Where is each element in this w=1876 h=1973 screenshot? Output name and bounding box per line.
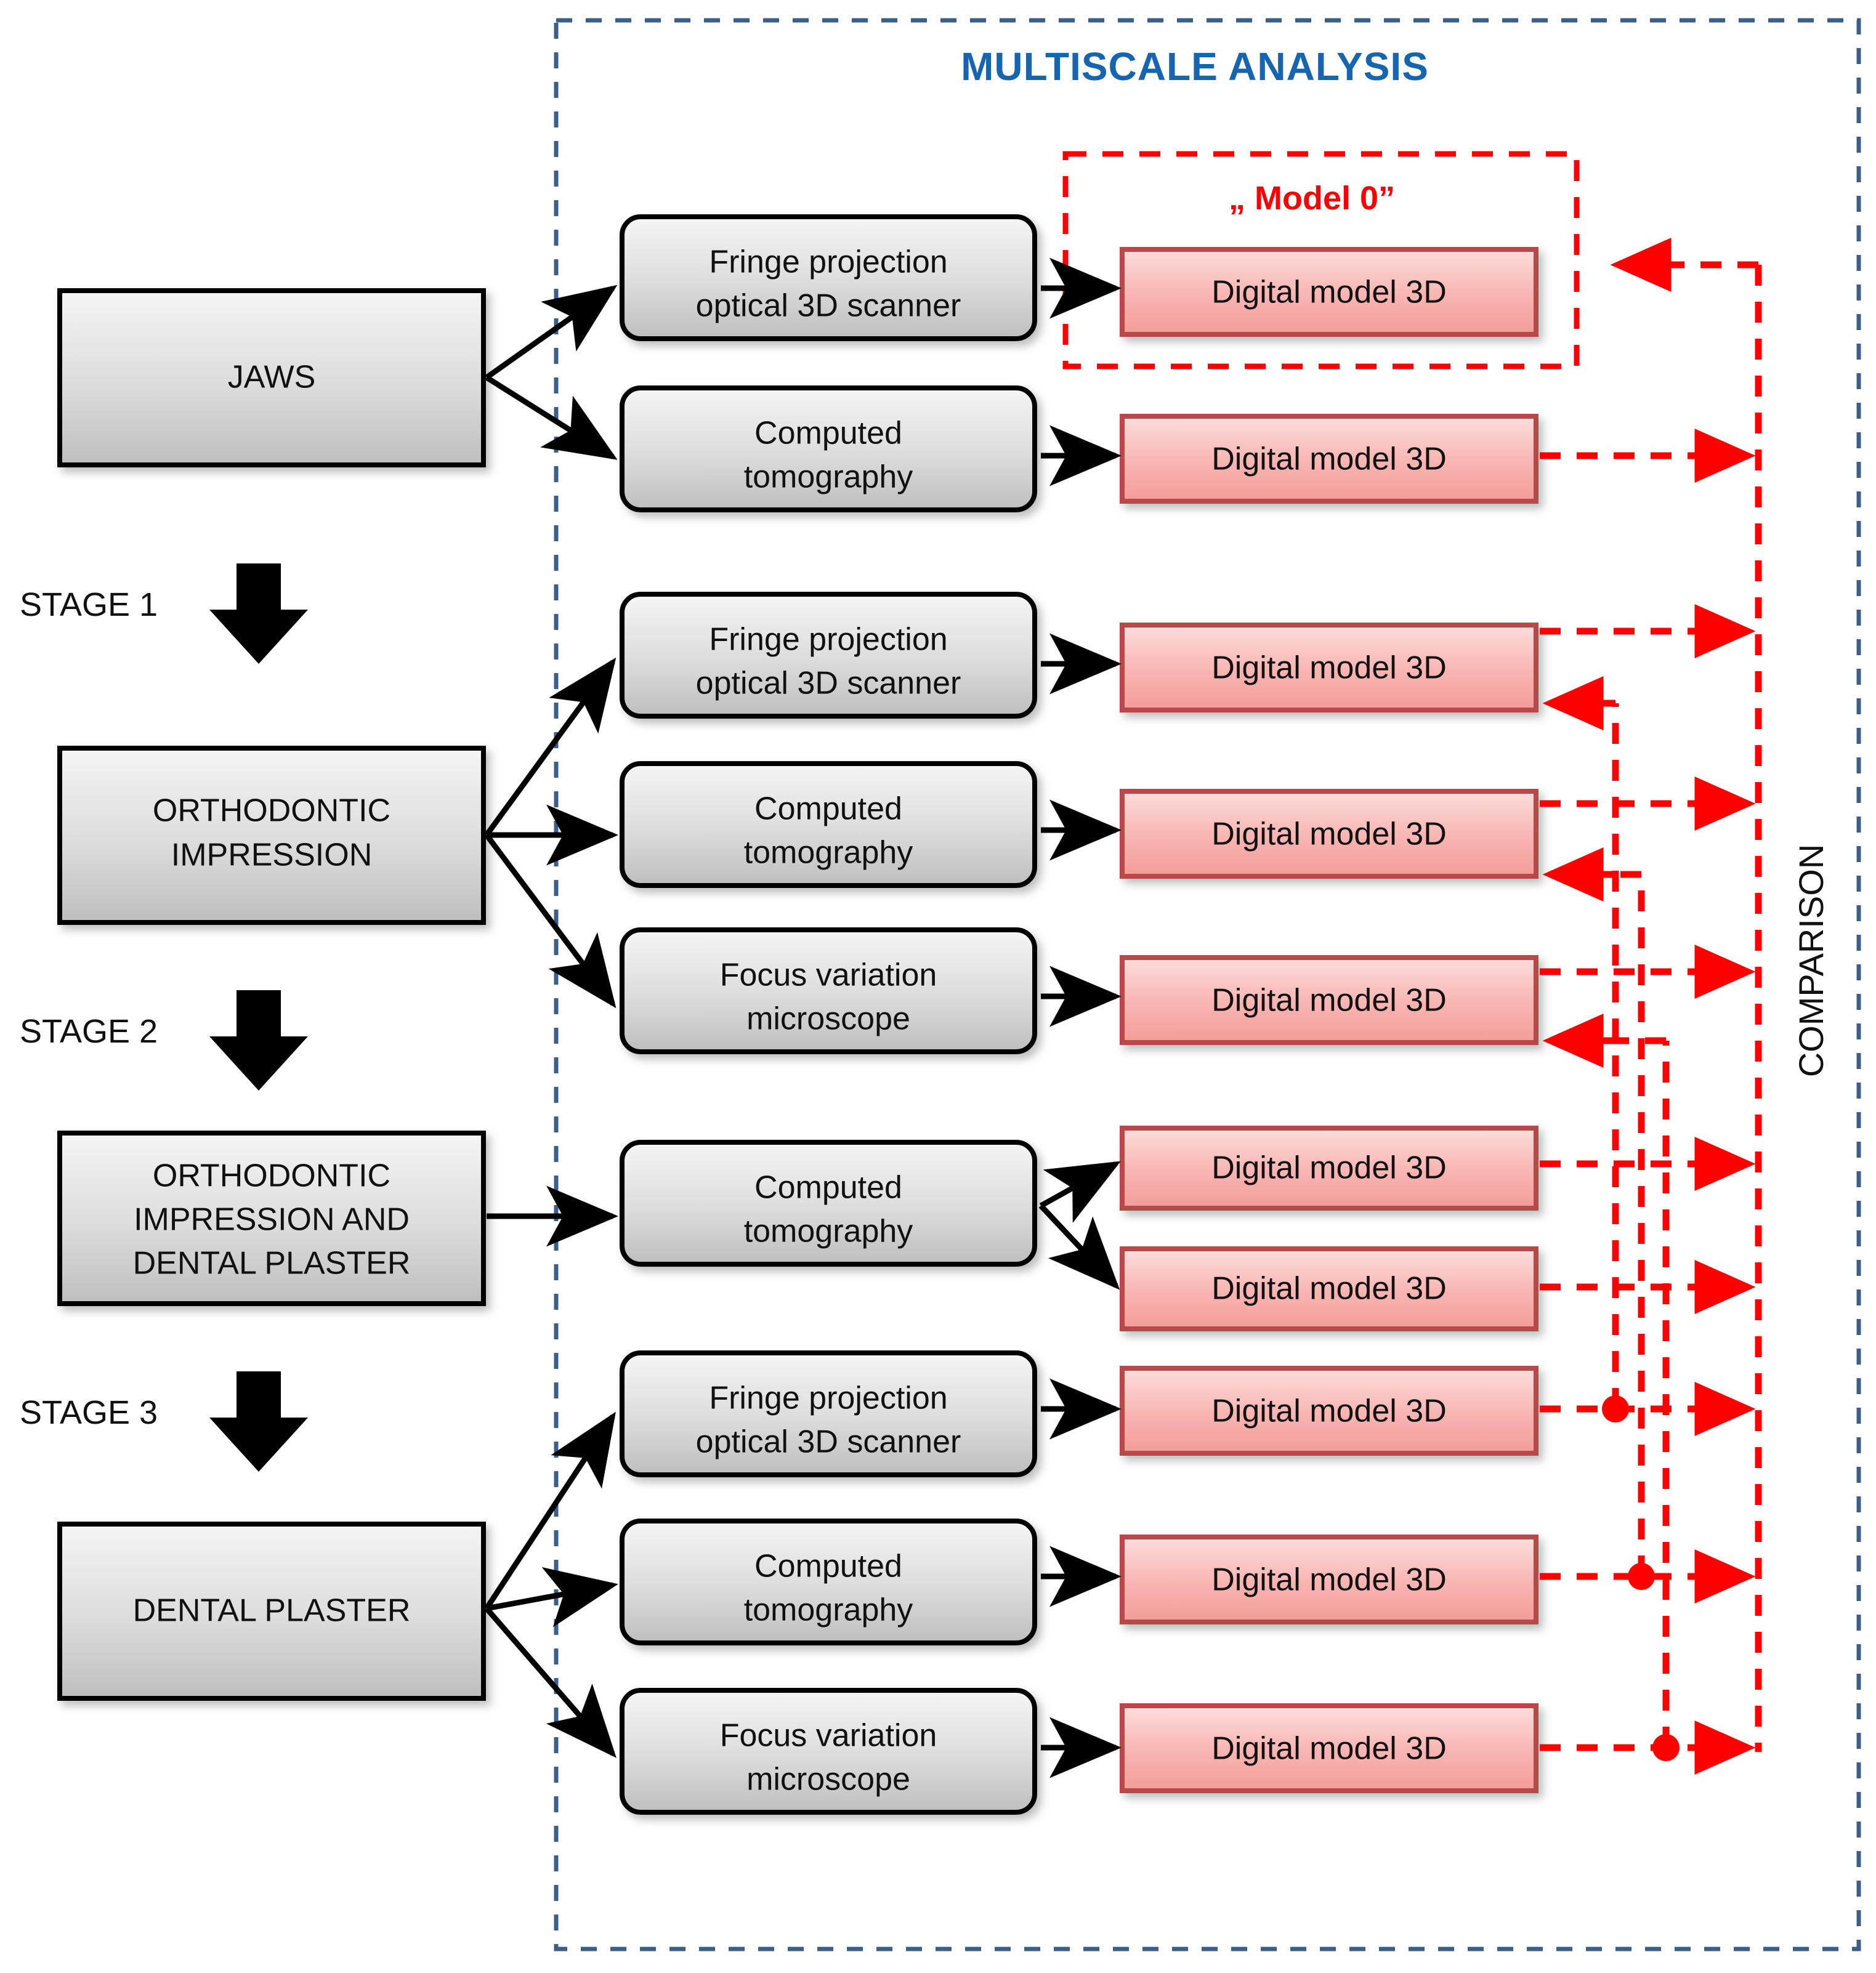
digital-model-box-dm8[interactable]: Digital model 3D [1120,1366,1538,1456]
page-title: MULTISCALE ANALYSIS [961,44,1429,89]
stage-3-down-arrow-icon [209,1371,308,1472]
stage-3-label: STAGE 3 [20,1394,158,1431]
digital-model-box-dm2-label: Digital model 3D [1211,442,1447,477]
arrow-ortho-to-m3 [484,657,617,837]
method-box-m9[interactable]: Focus variation microscope [620,1688,1037,1815]
digital-model-box-dm10-label: Digital model 3D [1211,1731,1447,1767]
source-box-orthodontic-impression-and-dental-plaster[interactable]: ORTHODONTIC IMPRESSION AND DENTAL PLASTE… [57,1131,486,1306]
source-box-jaws-label-0: JAWS [228,360,316,395]
junction-dot-fringe-plaster [1602,1395,1629,1422]
method-box-m9-label-0: Focus variation [720,1718,937,1754]
arrow-jaws-to-m1 [485,284,618,380]
digital-model-box-dm2[interactable]: Digital model 3D [1120,414,1538,504]
digital-model-box-dm7-label: Digital model 3D [1211,1271,1447,1307]
source-box-dental-plaster[interactable]: DENTAL PLASTER [57,1522,486,1701]
method-box-m6[interactable]: Computed tomography [620,1140,1037,1267]
arrow-ortho-to-m5 [484,833,617,1009]
stage-2-down-arrow-icon [209,990,308,1091]
digital-model-box-dm4[interactable]: Digital model 3D [1120,789,1538,879]
junction-dot-focus-plaster [1652,1734,1680,1761]
method-box-m1-label-0: Fringe projection [709,244,947,280]
digital-model-box-dm6[interactable]: Digital model 3D [1120,1126,1538,1211]
black-connector-arrows [484,257,1122,1778]
source-box-orthodontic-impression[interactable]: ORTHODONTIC IMPRESSION [57,746,486,925]
method-box-m3-label-0: Fringe projection [709,622,947,658]
method-box-m1[interactable]: Fringe projection optical 3D scanner [620,214,1037,341]
digital-model-box-dm4-label: Digital model 3D [1211,817,1447,852]
source-box-jaws[interactable]: JAWS [57,288,486,467]
method-box-m8[interactable]: Computed tomography [620,1519,1037,1645]
method-box-m6-label-0: Computed [754,1170,902,1206]
digital-model-box-dm9[interactable]: Digital model 3D [1120,1535,1538,1624]
junction-dot-ct-plaster [1628,1563,1655,1590]
source-box-orthodontic-impression-and-dental-plaster-label-0: ORTHODONTIC [153,1158,390,1194]
method-box-m7[interactable]: Fringe projection optical 3D scanner [620,1350,1037,1477]
comparison-label: COMPARISON [1792,844,1830,1078]
method-box-m9-label-1: microscope [746,1762,910,1797]
source-box-orthodontic-impression-and-dental-plaster-label-2: DENTAL PLASTER [133,1246,411,1281]
arrow-m6-to-dm6 [1039,1161,1121,1223]
digital-model-box-dm5-label: Digital model 3D [1211,983,1447,1019]
method-box-m2[interactable]: Computed tomography [620,385,1037,512]
stage-1-down-arrow-icon [209,563,308,664]
method-box-m2-label-0: Computed [754,416,902,451]
method-box-m3[interactable]: Fringe projection optical 3D scanner [620,592,1037,719]
source-box-dental-plaster-label-0: DENTAL PLASTER [133,1593,411,1629]
digital-model-box-dm8-label: Digital model 3D [1211,1394,1447,1429]
method-box-m2-label-1: tomography [744,459,913,495]
method-box-m8-label-1: tomography [744,1592,913,1628]
method-box-m7-label-1: optical 3D scanner [696,1424,961,1460]
model-0-label: „ Model 0” [1229,180,1395,217]
method-box-m4[interactable]: Computed tomography [620,761,1037,888]
stage-1-label: STAGE 1 [20,586,158,623]
method-box-m8-label-0: Computed [754,1549,902,1584]
comparison-network [1540,238,1762,1775]
method-box-m3-label-1: optical 3D scanner [696,666,961,701]
digital-model-box-dm5[interactable]: Digital model 3D [1120,955,1538,1045]
method-box-m4-label-0: Computed [754,791,902,827]
arrow-jaws-to-m2 [485,375,618,460]
digital-model-box-dm3[interactable]: Digital model 3D [1120,623,1538,712]
method-box-m7-label-0: Fringe projection [709,1381,947,1416]
arrow-plaster-to-m7 [484,1411,616,1610]
stage-2-group: STAGE 2 [20,990,308,1091]
method-box-m6-label-1: tomography [744,1214,913,1249]
digital-model-box-dm9-label: Digital model 3D [1211,1562,1447,1598]
stage-2-label: STAGE 2 [20,1013,158,1050]
arrow-plaster-to-m8 [486,1567,618,1628]
method-box-m5[interactable]: Focus variation microscope [620,927,1037,1054]
digital-model-box-dm10[interactable]: Digital model 3D [1120,1703,1538,1793]
method-box-m5-label-0: Focus variation [720,958,937,993]
arrow-plaster-to-m9 [484,1607,617,1758]
arrow-m6-to-dm7 [1038,1203,1120,1290]
source-box-orthodontic-impression-label-1: IMPRESSION [171,837,373,873]
digital-model-box-dm3-label: Digital model 3D [1211,650,1447,686]
source-box-orthodontic-impression-label-0: ORTHODONTIC [153,793,390,829]
method-box-m4-label-1: tomography [744,835,913,871]
source-box-orthodontic-impression-and-dental-plaster-label-1: IMPRESSION AND [134,1202,410,1238]
digital-model-box-dm7[interactable]: Digital model 3D [1120,1246,1538,1331]
stage-1-group: STAGE 1 [20,563,308,664]
method-box-m1-label-1: optical 3D scanner [696,288,961,324]
digital-model-box-dm6-label: Digital model 3D [1211,1150,1447,1186]
digital-model-box-dm1[interactable]: Digital model 3D [1120,247,1538,337]
stage-3-group: STAGE 3 [20,1371,308,1472]
method-box-m5-label-1: microscope [746,1001,910,1037]
comparison-junction-dots [1602,1395,1680,1761]
digital-model-box-dm1-label: Digital model 3D [1211,275,1447,310]
